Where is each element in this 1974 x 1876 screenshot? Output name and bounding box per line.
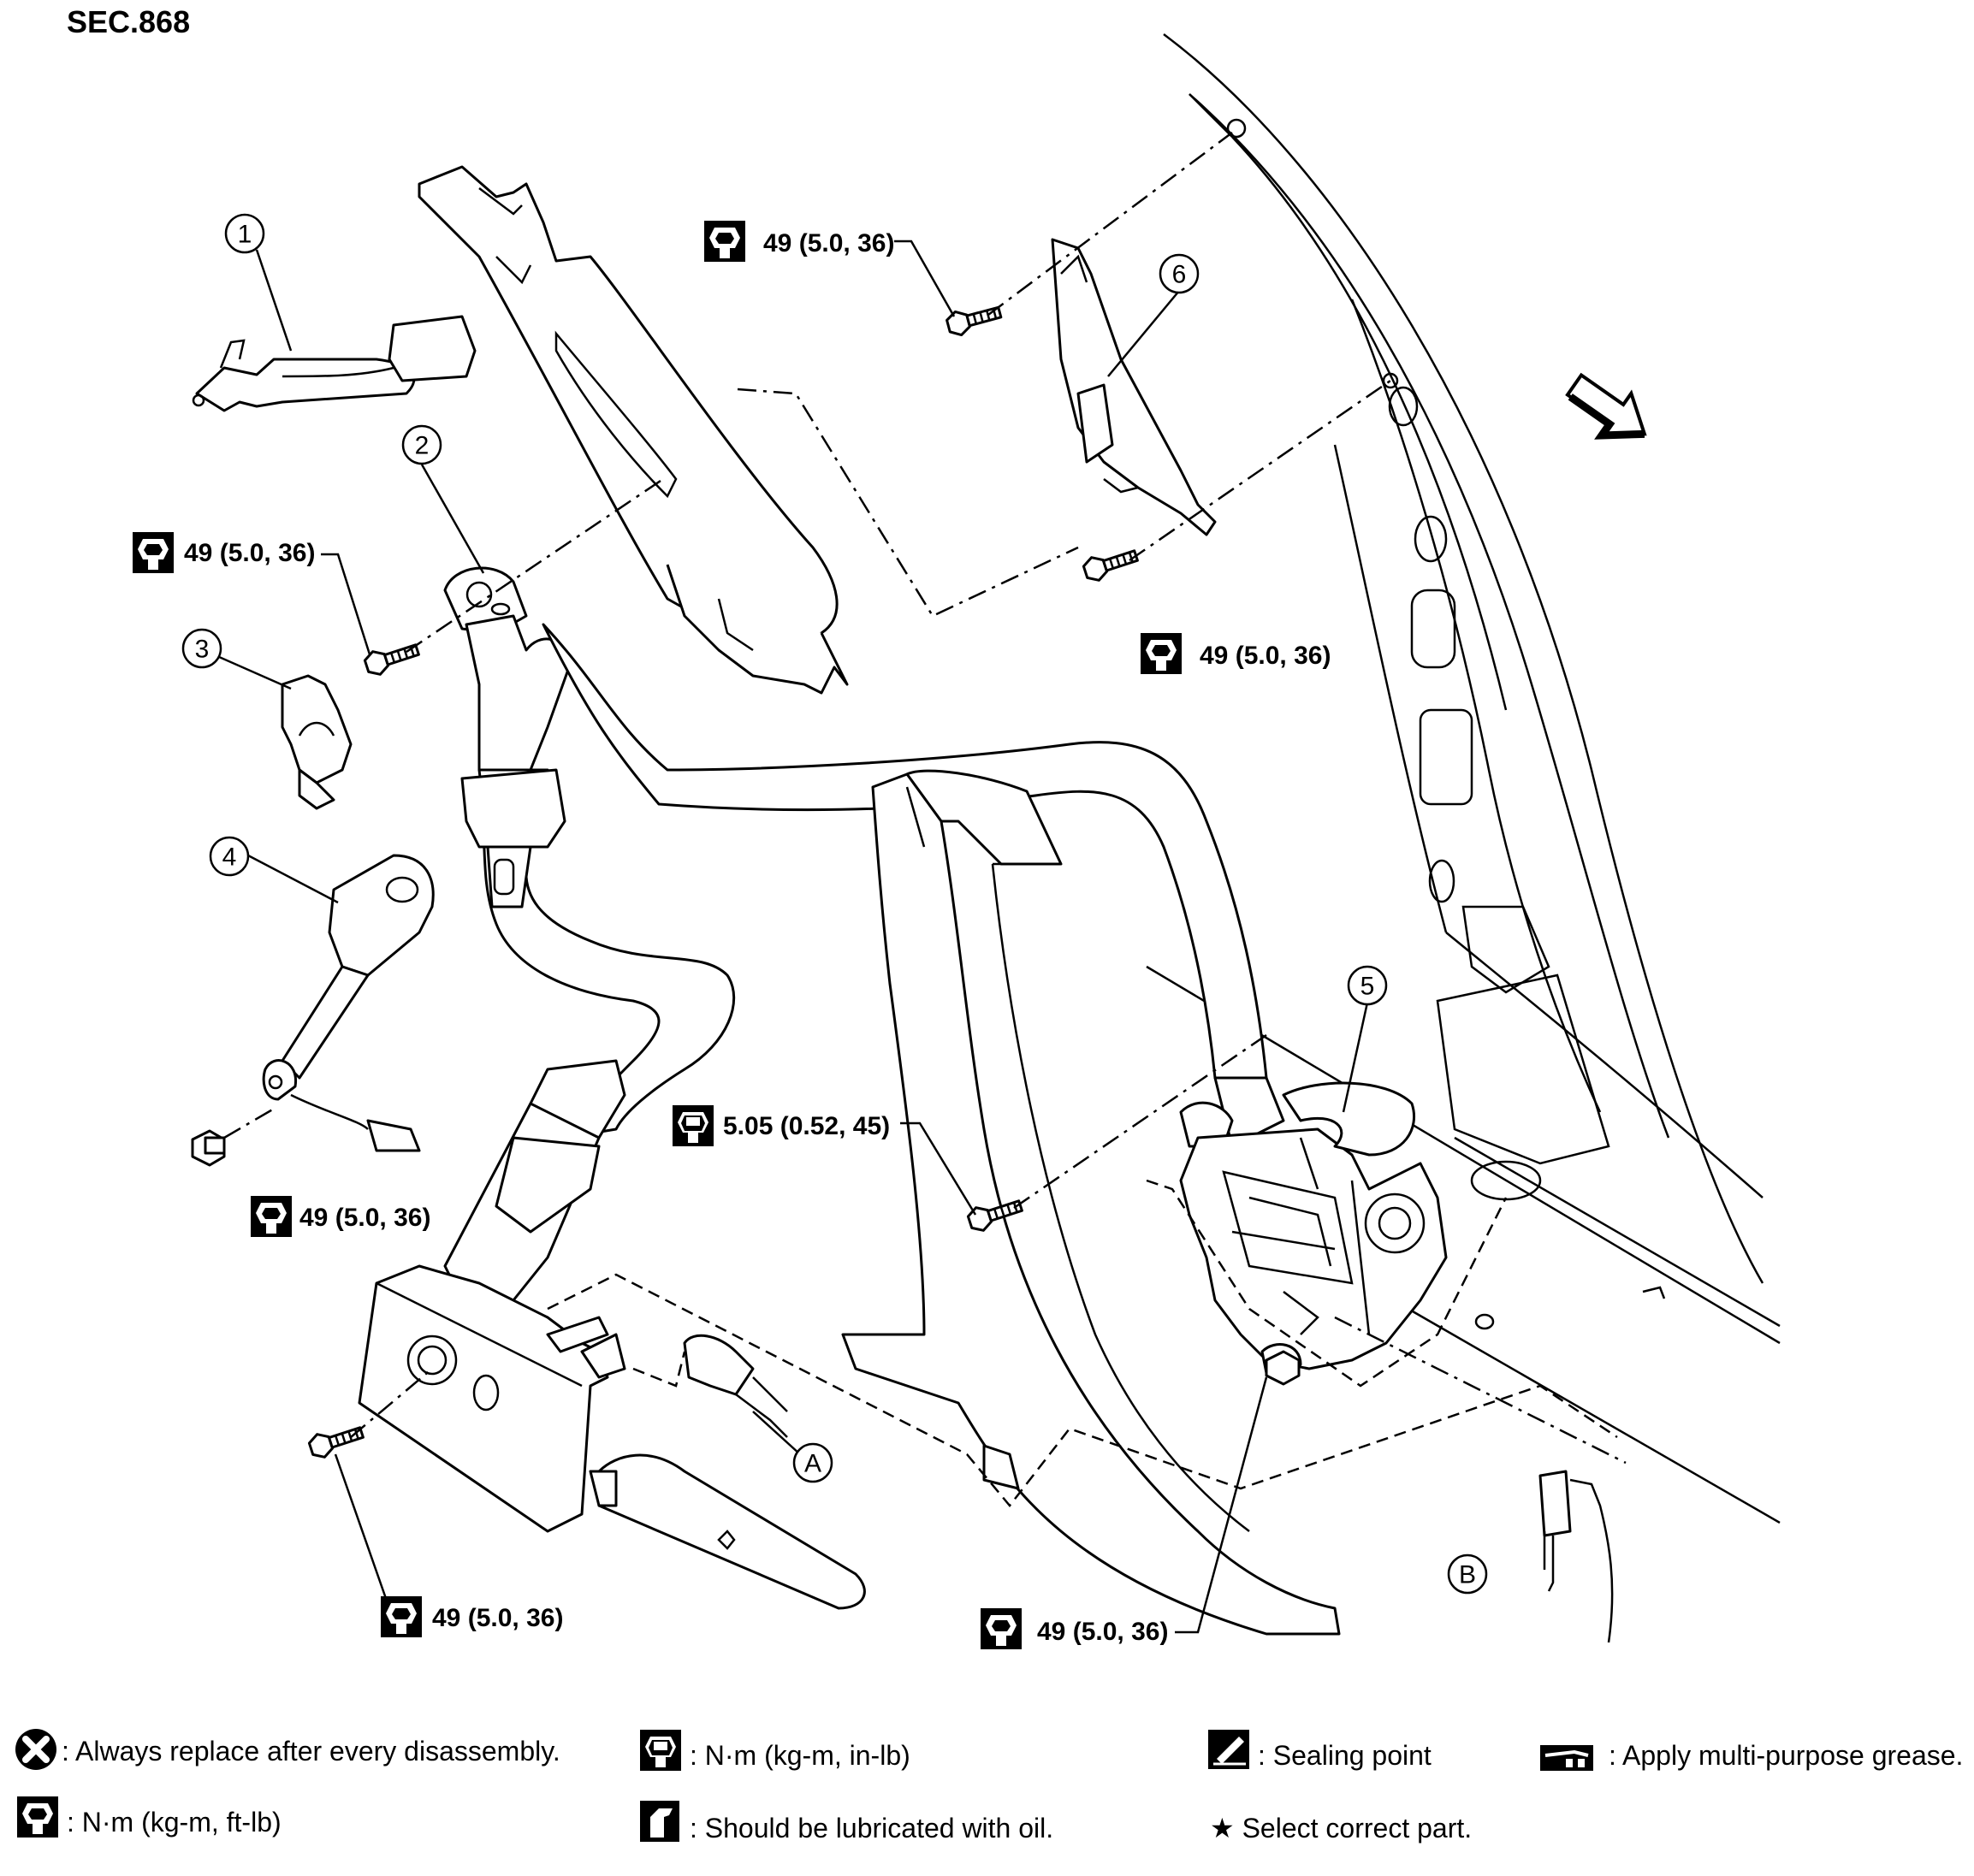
svg-text:49 (5.0, 36): 49 (5.0, 36) — [1200, 642, 1331, 670]
svg-text:49 (5.0, 36): 49 (5.0, 36) — [1037, 1618, 1168, 1646]
torque-ftlb-icon — [704, 221, 745, 262]
torque-label-left: 49 (5.0, 36) — [133, 532, 315, 573]
torque-ftlb-icon — [17, 1796, 58, 1838]
vehicle-body-pillar — [1146, 33, 1781, 1524]
legend-oil: : Should be lubricated with oil. — [690, 1813, 1053, 1843]
sealing-icon — [1208, 1730, 1249, 1769]
torque-label-bottom-center: 49 (5.0, 36) — [981, 1608, 1168, 1649]
callout-5: 5 — [1347, 965, 1388, 1006]
part-3-belt-guide — [281, 674, 353, 810]
replace-icon — [15, 1729, 56, 1770]
part-1-belt-assembly — [192, 315, 477, 412]
callout-b: B — [1447, 1553, 1488, 1595]
torque-ftlb-icon — [981, 1608, 1022, 1649]
svg-text:2: 2 — [415, 432, 430, 460]
svg-text:5: 5 — [1360, 973, 1375, 1001]
leader-lines — [203, 240, 1546, 1634]
part-5-retractor — [1179, 1076, 1448, 1379]
legend-grease: : Apply multi-purpose grease. — [1609, 1740, 1963, 1771]
legend-nm-ftlb: : N·m (kg-m, ft-lb) — [67, 1807, 282, 1838]
svg-text:3: 3 — [195, 636, 210, 664]
svg-text:49 (5.0, 36): 49 (5.0, 36) — [432, 1604, 563, 1632]
oil-icon — [640, 1801, 679, 1842]
callout-1: 1 — [224, 213, 265, 254]
nut-buckle — [191, 1129, 226, 1167]
torque-ftlb-icon — [251, 1196, 292, 1237]
torque-label-bottom-left: 49 (5.0, 36) — [381, 1596, 563, 1637]
legend-nm-inlb: : N·m (kg-m, in-lb) — [690, 1740, 910, 1771]
svg-text:49 (5.0, 36): 49 (5.0, 36) — [299, 1204, 430, 1232]
assembly-lines — [223, 131, 1627, 1507]
torque-inlb-icon — [673, 1105, 714, 1146]
legend-sealing: : Sealing point — [1258, 1740, 1432, 1771]
legend-replace: : Always replace after every disassembly… — [62, 1736, 560, 1767]
part-6-height-adjuster — [1051, 238, 1217, 536]
connector-a — [683, 1334, 788, 1438]
nut-retractor — [1265, 1350, 1301, 1386]
grease-icon — [1540, 1745, 1593, 1771]
torque-label-buckle: 49 (5.0, 36) — [251, 1196, 430, 1237]
bolt-right — [1080, 542, 1141, 585]
torque-ftlb-icon — [1141, 633, 1182, 674]
legend-select: ★ Select correct part. — [1210, 1813, 1472, 1843]
torque-label-top: 49 (5.0, 36) — [704, 221, 894, 262]
torque-label-center: 5.05 (0.52, 45) — [673, 1105, 890, 1146]
svg-text:A: A — [804, 1450, 821, 1478]
connector-b — [1538, 1470, 1614, 1643]
torque-label-right: 49 (5.0, 36) — [1141, 633, 1331, 674]
callout-2: 2 — [401, 424, 442, 465]
svg-text:49 (5.0, 36): 49 (5.0, 36) — [763, 229, 894, 257]
section-label: SEC.868 — [67, 4, 190, 39]
svg-text:1: 1 — [238, 221, 252, 249]
part-4-center-buckle — [262, 854, 435, 1152]
belt-webbing — [443, 614, 1268, 1302]
lower-pillar-trim — [841, 769, 1341, 1636]
callout-4: 4 — [209, 836, 250, 877]
torque-inlb-icon — [640, 1730, 681, 1771]
torque-ftlb-icon — [381, 1596, 422, 1637]
svg-text:B: B — [1459, 1561, 1476, 1589]
bolt-left — [361, 636, 423, 679]
callout-6: 6 — [1159, 253, 1200, 294]
svg-text:5.05 (0.52, 45): 5.05 (0.52, 45) — [723, 1112, 890, 1140]
front-arrow-icon — [1565, 372, 1647, 440]
svg-text:6: 6 — [1172, 261, 1187, 289]
callout-3: 3 — [181, 628, 222, 669]
callout-a: A — [792, 1442, 833, 1483]
upper-pillar-trim — [418, 165, 849, 695]
svg-text:4: 4 — [222, 843, 237, 872]
svg-text:49 (5.0, 36): 49 (5.0, 36) — [184, 539, 315, 567]
legend: : Always replace after every disassembly… — [15, 1729, 1963, 1843]
torque-ftlb-icon — [133, 532, 174, 573]
lower-anchor-cover — [358, 1264, 866, 1610]
bolt-top — [944, 299, 1005, 340]
